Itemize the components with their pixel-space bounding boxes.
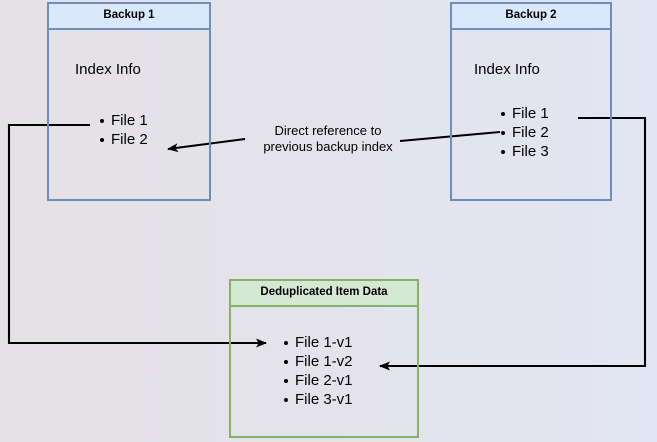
list-item: File 3-v1: [284, 390, 353, 408]
node-backup-1-body: Index Info File 1 File 2: [49, 30, 209, 204]
list-item: File 2-v1: [284, 371, 353, 389]
list-item: File 3: [501, 142, 549, 160]
node-backup-1[interactable]: Backup 1 Index Info File 1 File 2: [47, 2, 211, 201]
direct-reference-caption-line-1: Direct reference to: [274, 123, 382, 138]
backup-2-index-info-label: Index Info: [474, 60, 540, 78]
list-item: File 1-v1: [284, 333, 353, 351]
direct-reference-caption-line-2: previous backup index: [263, 139, 393, 154]
dedup-file-list: File 1-v1 File 1-v2 File 2-v1 File 3-v1: [279, 333, 353, 409]
node-backup-2-body: Index Info File 1 File 2 File 3: [452, 30, 610, 204]
node-deduplicated-item-data-body: File 1-v1 File 1-v2 File 2-v1 File 3-v1: [231, 307, 417, 441]
node-deduplicated-item-data[interactable]: Deduplicated Item Data File 1-v1 File 1-…: [229, 279, 419, 438]
list-item: File 1-v2: [284, 352, 353, 370]
node-backup-1-header: Backup 1: [49, 4, 209, 30]
list-item: File 2: [501, 123, 549, 141]
direct-reference-caption: Direct reference to previous backup inde…: [254, 123, 402, 155]
node-backup-2-header: Backup 2: [452, 4, 610, 30]
list-item: File 2: [100, 130, 148, 148]
node-deduplicated-item-data-header: Deduplicated Item Data: [231, 281, 417, 307]
backup-2-file-list: File 1 File 2 File 3: [496, 104, 549, 161]
list-item: File 1: [100, 111, 148, 129]
node-backup-2[interactable]: Backup 2 Index Info File 1 File 2 File 3: [450, 2, 612, 201]
list-item: File 1: [501, 104, 549, 122]
backup-1-file-list: File 1 File 2: [95, 111, 148, 149]
backup-1-index-info-label: Index Info: [75, 60, 141, 78]
